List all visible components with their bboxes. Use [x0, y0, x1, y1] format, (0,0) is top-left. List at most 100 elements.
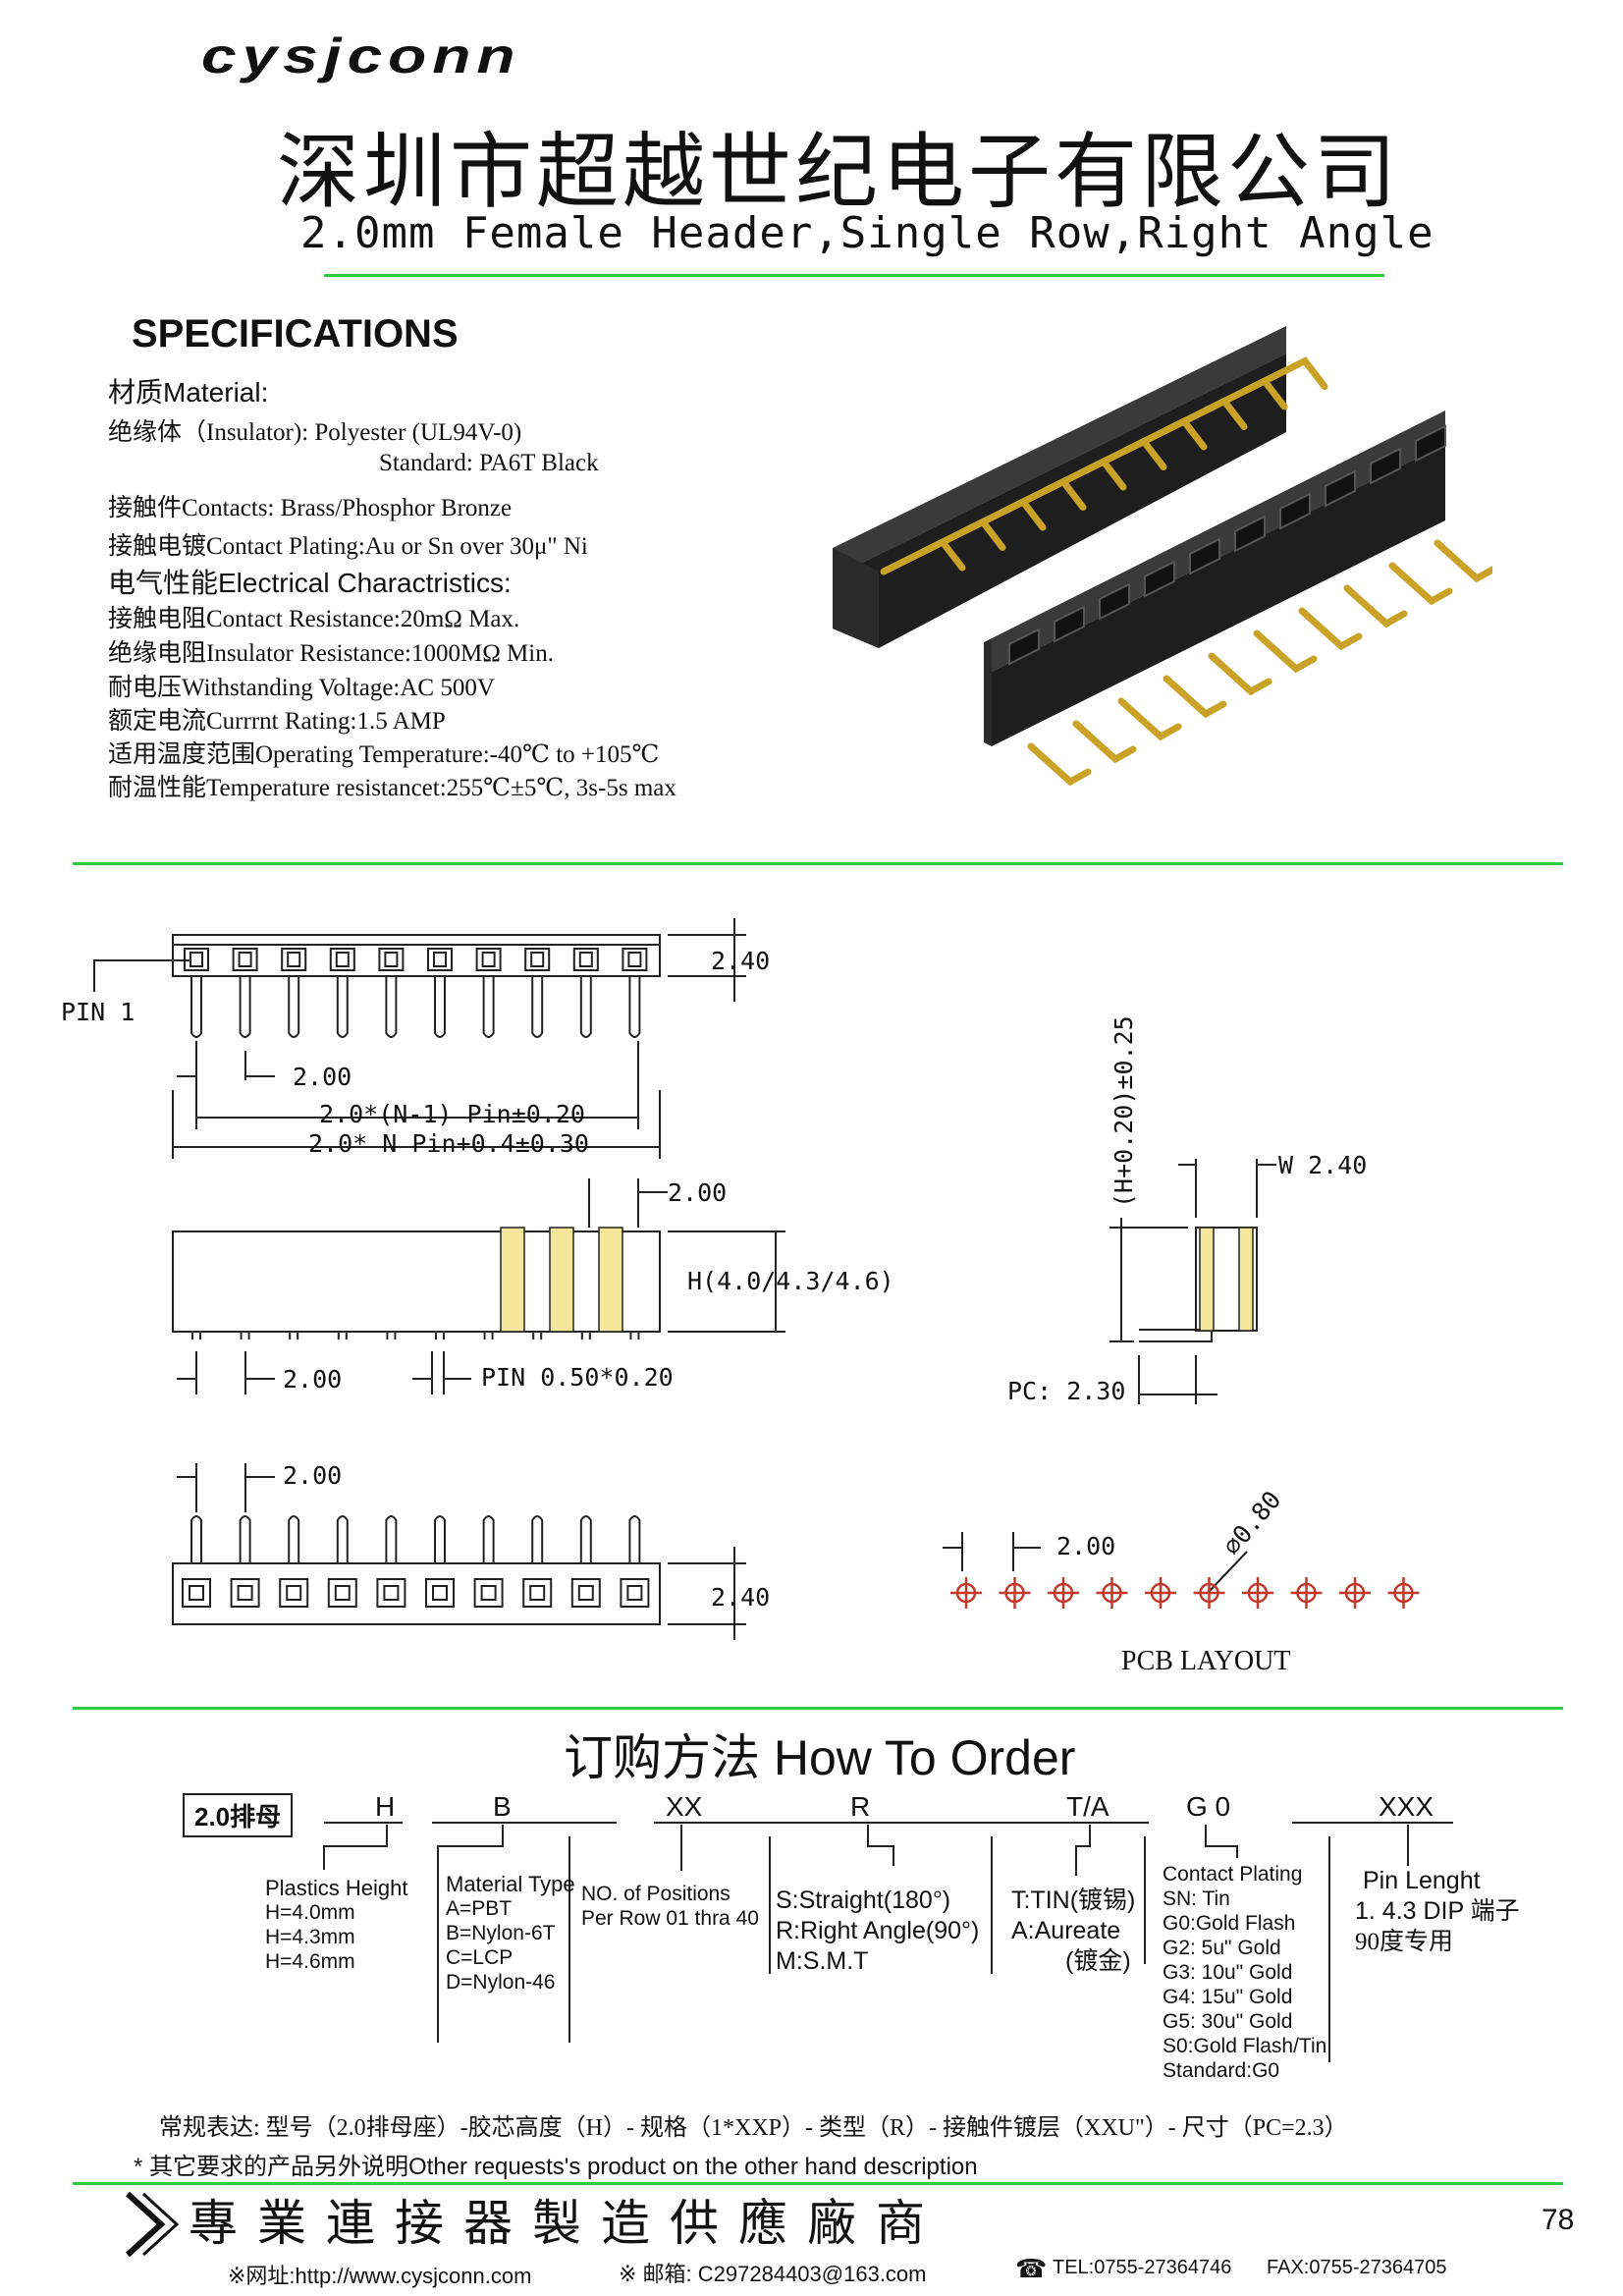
front-view-body — [172, 1230, 661, 1333]
top-cell-inner — [335, 952, 350, 967]
bottom-cell — [182, 1578, 211, 1608]
pitch-dim-top: 2.00 — [293, 1063, 352, 1091]
title-underline — [324, 274, 1384, 277]
top-pin — [239, 976, 251, 1038]
divider-2 — [73, 1707, 1563, 1710]
technical-drawing — [93, 918, 1420, 1640]
front-pin — [1298, 607, 1363, 651]
order-type-options: S:Straight(180°) R:Right Angle(90°) M:S.… — [776, 1886, 980, 1975]
pin1-label: PIN 1 — [61, 998, 135, 1026]
top-cell-inner — [433, 952, 447, 967]
bottom-pin — [579, 1515, 592, 1563]
height-dim-top: 2.40 — [711, 947, 771, 975]
pitch-dim-bottom-view: 2.00 — [283, 1461, 343, 1490]
top-pin — [385, 976, 398, 1038]
bottom-pin — [531, 1515, 544, 1563]
front-hole — [1279, 492, 1311, 530]
code-type: R — [850, 1791, 871, 1822]
bottom-pin — [288, 1515, 300, 1563]
front-hole — [1144, 560, 1175, 598]
top-pin — [190, 976, 202, 1038]
top-cell-inner — [481, 952, 496, 967]
top-cell — [232, 948, 258, 971]
side-pc-label: PC: 2.30 — [1007, 1377, 1126, 1405]
front-hole — [1415, 424, 1446, 463]
bottom-pin — [434, 1515, 446, 1563]
top-pin — [434, 976, 446, 1038]
front-hole — [1054, 605, 1085, 643]
company-name: 深圳市超越世纪电子有限公司 — [277, 124, 1401, 220]
code-material: B — [493, 1791, 512, 1822]
order-plating-options: Contact Plating SN: Tin G0:Gold Flash G2… — [1163, 1863, 1327, 2082]
bottom-cell — [522, 1578, 553, 1608]
order-code-base: 2.0排母 — [183, 1793, 294, 1837]
product-render — [833, 326, 1492, 787]
dim-n: 2.0* N Pin+0.4±0.30 — [308, 1129, 589, 1158]
chevron-logo-icon — [125, 2191, 180, 2258]
bottom-pin — [190, 1515, 202, 1563]
phone-icon: ☎ — [1015, 2255, 1048, 2284]
top-cell-inner — [189, 952, 203, 967]
pcb-layout-title: PCB LAYOUT — [1121, 1646, 1291, 1676]
rear-pin — [1242, 356, 1328, 394]
top-cell — [378, 948, 405, 971]
spec-contacts: 接触件Contacts: Brass/Phosphor Bronze — [108, 495, 513, 521]
spec-temperature: 适用温度范围Operating Temperature:-40℃ to +105… — [108, 741, 660, 768]
spec-current: 额定电流Currrnt Rating:1.5 AMP — [108, 708, 446, 735]
height-dim-bottom: 2.40 — [711, 1583, 771, 1612]
footer-website[interactable]: ※网址:http://www.cysjconn.com — [228, 2264, 532, 2288]
footer-slogan: 專業連接器製造供應廠商 — [189, 2196, 945, 2251]
footer-tel: TEL:0755-27364746 — [1053, 2257, 1232, 2278]
top-pin — [579, 976, 592, 1038]
connector-rear — [833, 326, 1328, 648]
front-hole — [1325, 469, 1356, 508]
top-cell-inner — [238, 952, 252, 967]
bottom-cell-inner — [480, 1585, 497, 1601]
top-cell — [572, 948, 599, 971]
front-hole — [1370, 447, 1401, 485]
divider-3 — [73, 2182, 1563, 2185]
code-length: XXX — [1379, 1791, 1434, 1822]
footer-email[interactable]: ※ 邮箱: C297284403@163.com — [619, 2262, 927, 2286]
top-pin — [531, 976, 544, 1038]
side-height-label: (H+0.20)±0.25 — [1109, 1015, 1138, 1208]
bottom-cell — [570, 1578, 601, 1608]
bottom-pin — [239, 1515, 251, 1563]
top-cell — [622, 948, 648, 971]
electrical-title: 电气性能Electrical Charactristics: — [108, 568, 512, 598]
top-cell-inner — [578, 952, 593, 967]
code-height: H — [375, 1791, 396, 1822]
top-pin — [628, 976, 641, 1038]
spec-plating: 接触电镀Contact Plating:Au or Sn over 30μ" N… — [108, 533, 588, 560]
spec-insulator: 绝缘体（Insulator): Polyester (UL94V-0) — [108, 419, 522, 446]
bottom-cell — [473, 1578, 504, 1608]
how-to-order-title: 订购方法 How To Order — [564, 1730, 1076, 1785]
top-view-body — [172, 934, 661, 977]
code-plating: G 0 — [1186, 1791, 1231, 1822]
front-pin — [1434, 539, 1492, 583]
order-note-regular: 常规表达: 型号（2.0排母座）-胶芯高度（H）- 规格（1*XXP）- 类型（… — [159, 2115, 1348, 2141]
order-tin-options: T:TIN(镀锡) A:Aureate (镀金) — [1011, 1886, 1136, 1975]
front-pin — [1388, 562, 1453, 606]
top-cell — [475, 948, 502, 971]
top-cell-inner — [627, 952, 642, 967]
page-number: 78 — [1542, 2204, 1575, 2236]
pitch-dim-front: 2.00 — [668, 1178, 728, 1207]
front-pin — [1208, 652, 1272, 696]
code-tin: T/A — [1066, 1791, 1109, 1822]
front-pin — [1027, 742, 1092, 787]
bottom-cell-inner — [383, 1585, 400, 1601]
top-cell — [329, 948, 355, 971]
order-material-options: Material Type A=PBT B=Nylon-6T C=LCP D=N… — [446, 1872, 575, 1994]
order-code-lines — [323, 1822, 1453, 2062]
front-hole — [1234, 515, 1266, 553]
product-title: 2.0mm Female Header,Single Row,Right Ang… — [300, 208, 1434, 258]
bottom-view-body — [172, 1562, 661, 1625]
top-cell-inner — [384, 952, 399, 967]
order-length-options: Pin Lenght 1. 4.3 DIP 端子 90度专用 — [1355, 1867, 1520, 1955]
bottom-cell — [376, 1578, 406, 1608]
bottom-cell-inner — [286, 1585, 302, 1601]
bottom-pin — [336, 1515, 349, 1563]
bottom-cell-inner — [334, 1585, 351, 1601]
